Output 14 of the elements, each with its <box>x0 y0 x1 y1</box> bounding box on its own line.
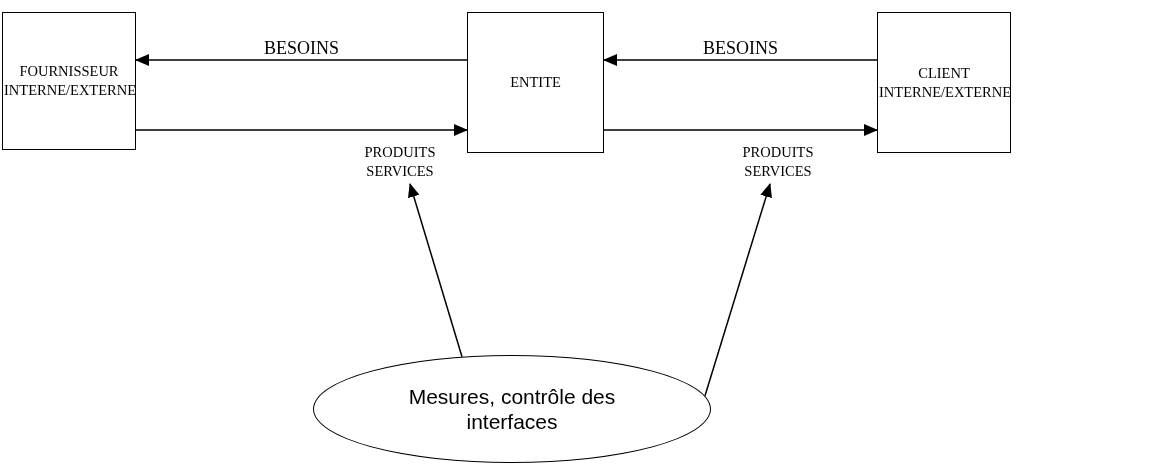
arrow <box>603 124 878 136</box>
arrow <box>603 54 878 66</box>
arrow <box>135 124 468 136</box>
process-box <box>467 12 604 153</box>
node-text: PRODUITS SERVICES <box>363 143 437 181</box>
node-text: Mesures, contrôle des interfaces <box>407 384 617 434</box>
node-text: FOURNISSEUR INTERNE/EXTERNE <box>4 62 134 100</box>
process-box <box>877 12 1011 153</box>
arrow <box>704 183 772 397</box>
process-box <box>2 12 136 150</box>
node-text: PRODUITS SERVICES <box>741 143 815 181</box>
node-text: ENTITE <box>510 73 561 92</box>
arrow <box>135 54 468 66</box>
node-text: CLIENT INTERNE/EXTERNE <box>879 63 1009 102</box>
